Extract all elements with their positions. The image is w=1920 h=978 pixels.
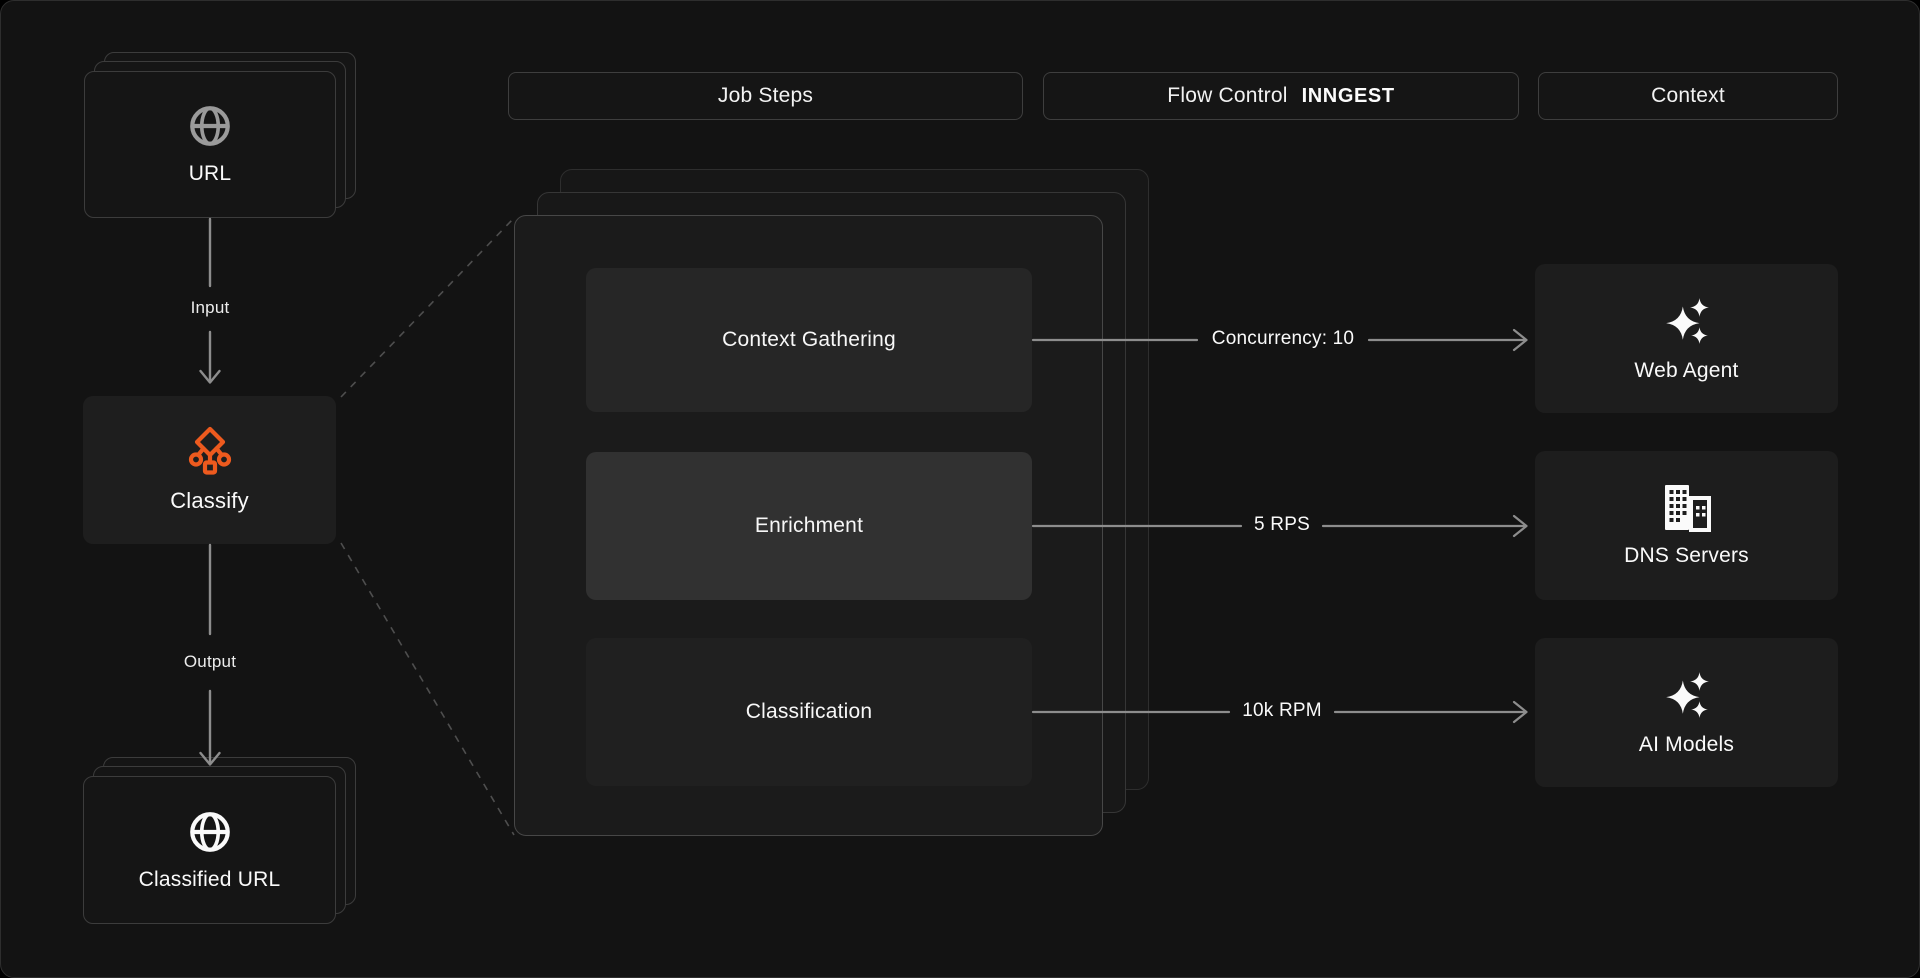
ai-models-label: AI Models bbox=[1638, 732, 1735, 756]
header-context: Context bbox=[1538, 72, 1838, 120]
dns-servers-label: DNS Servers bbox=[1624, 543, 1749, 567]
context-node-dns-servers: DNS Servers bbox=[1535, 451, 1838, 600]
sparkles-icon bbox=[1665, 297, 1709, 344]
flow-edge-label-rps: 5 RPS bbox=[1254, 514, 1310, 535]
header-context-label: Context bbox=[1651, 84, 1725, 107]
buildings-icon bbox=[1664, 484, 1711, 532]
url-node-stack: URL bbox=[84, 52, 356, 218]
expand-dashed-line-top bbox=[340, 217, 515, 398]
step-context-gathering-label: Context Gathering bbox=[722, 328, 896, 351]
classify-icon bbox=[188, 426, 231, 475]
expand-dashed-line-bottom bbox=[340, 542, 515, 836]
step-classification-label: Classification bbox=[745, 700, 873, 723]
flow-edge-label-concurrency: Concurrency: 10 bbox=[1211, 328, 1355, 349]
inngest-logo: INNGEST bbox=[1301, 84, 1395, 107]
globe-icon bbox=[190, 106, 230, 146]
url-node-label: URL bbox=[188, 162, 232, 185]
flow-edge-label-rpm: 10k RPM bbox=[1242, 700, 1322, 721]
classified-url-node-stack: Classified URL bbox=[83, 757, 356, 924]
header-flow-control: Flow Control INNGEST bbox=[1043, 72, 1519, 120]
classify-node-label: Classify bbox=[170, 488, 249, 513]
flow-arrow-2-head bbox=[1512, 514, 1528, 538]
header-flow-control-label: Flow Control bbox=[1167, 84, 1288, 107]
sparkles-icon bbox=[1665, 671, 1709, 718]
header-job-steps-label: Job Steps bbox=[717, 84, 814, 107]
classified-url-node-label: Classified URL bbox=[138, 867, 281, 891]
input-edge-label: Input bbox=[190, 298, 230, 317]
globe-icon bbox=[189, 811, 230, 852]
step-classification: Classification bbox=[586, 638, 1032, 786]
classify-node: Classify bbox=[83, 396, 336, 544]
context-node-ai-models: AI Models bbox=[1535, 638, 1838, 787]
flow-arrow-3-head bbox=[1512, 700, 1528, 724]
header-job-steps: Job Steps bbox=[508, 72, 1023, 120]
web-agent-label: Web Agent bbox=[1634, 358, 1739, 382]
step-context-gathering: Context Gathering bbox=[586, 268, 1032, 412]
flow-arrow-1-head bbox=[1512, 328, 1528, 352]
input-arrowhead bbox=[199, 369, 221, 384]
output-edge-label: Output bbox=[183, 652, 237, 671]
step-enrichment: Enrichment bbox=[586, 452, 1032, 600]
context-node-web-agent: Web Agent bbox=[1535, 264, 1838, 413]
step-enrichment-label: Enrichment bbox=[754, 514, 864, 537]
